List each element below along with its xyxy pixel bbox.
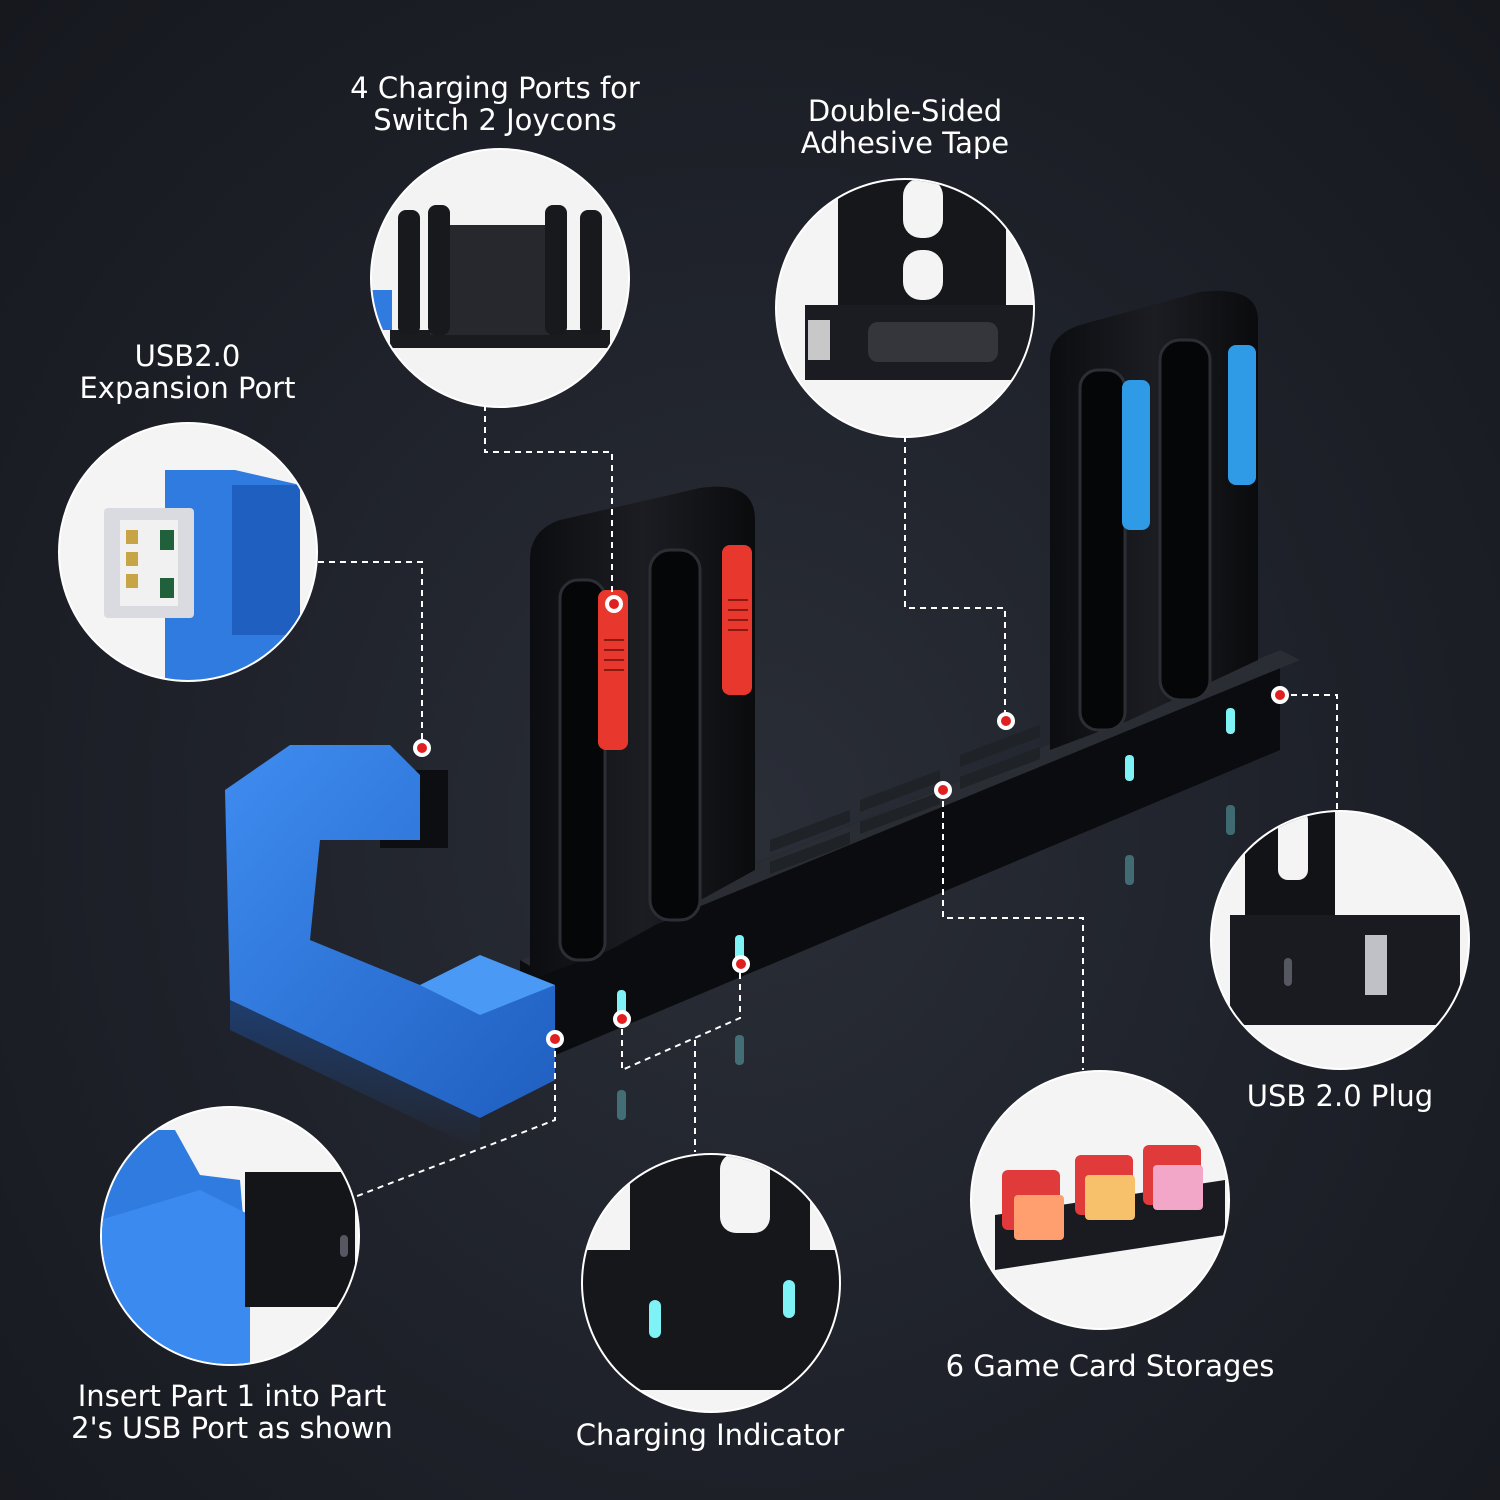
insert-part-label: Insert Part 1 into Part 2's USB Port as … bbox=[62, 1380, 402, 1444]
blue-usb-adapter bbox=[225, 745, 555, 1150]
adhesive-tape-label: Double-Sided Adhesive Tape bbox=[780, 95, 1030, 159]
usb-plug-label: USB 2.0 Plug bbox=[1235, 1080, 1445, 1112]
insert-part-detail bbox=[100, 1106, 360, 1366]
blue-joycon-connector bbox=[1228, 345, 1256, 485]
blue-joycon-connector bbox=[1122, 380, 1150, 530]
callout-markers bbox=[413, 595, 1289, 1048]
game-card-label-line1: 6 Game Card Storages bbox=[945, 1349, 1275, 1383]
adhesive-tape-label-line1: Double-Sided bbox=[807, 94, 1003, 128]
usb-plug-detail bbox=[1210, 810, 1470, 1070]
adhesive-tape-detail bbox=[775, 178, 1035, 438]
usb-plug-label-line1: USB 2.0 Plug bbox=[1246, 1079, 1434, 1113]
right-joycon-tower bbox=[1050, 290, 1258, 750]
charging-indicator-detail bbox=[581, 1153, 841, 1413]
charging-indicator-lights bbox=[617, 708, 1235, 1016]
callout-lines bbox=[318, 405, 1338, 1199]
usb-expansion-label-line1: USB2.0 bbox=[134, 339, 241, 373]
charging-indicator-label-line1: Charging Indicator bbox=[575, 1418, 845, 1452]
usb-expansion-label-line2: Expansion Port bbox=[79, 371, 296, 405]
game-card-detail bbox=[970, 1070, 1230, 1330]
insert-part-label-line1: Insert Part 1 into Part bbox=[77, 1379, 387, 1413]
insert-part-label-line2: 2's USB Port as shown bbox=[71, 1411, 393, 1445]
usb-expansion-label: USB2.0 Expansion Port bbox=[60, 340, 315, 404]
joycon-ports-label: 4 Charging Ports for Switch 2 Joycons bbox=[335, 72, 655, 136]
joycon-ports-label-line2: Switch 2 Joycons bbox=[373, 103, 617, 137]
adhesive-tape-label-line2: Adhesive Tape bbox=[800, 126, 1010, 160]
usb-expansion-detail bbox=[58, 422, 318, 682]
joycon-ports-label-line1: 4 Charging Ports for bbox=[350, 71, 640, 105]
game-card-label: 6 Game Card Storages bbox=[940, 1350, 1280, 1382]
joycon-ports-detail bbox=[370, 148, 630, 408]
charging-indicator-label: Charging Indicator bbox=[560, 1419, 860, 1451]
left-joycon-tower bbox=[530, 486, 755, 980]
